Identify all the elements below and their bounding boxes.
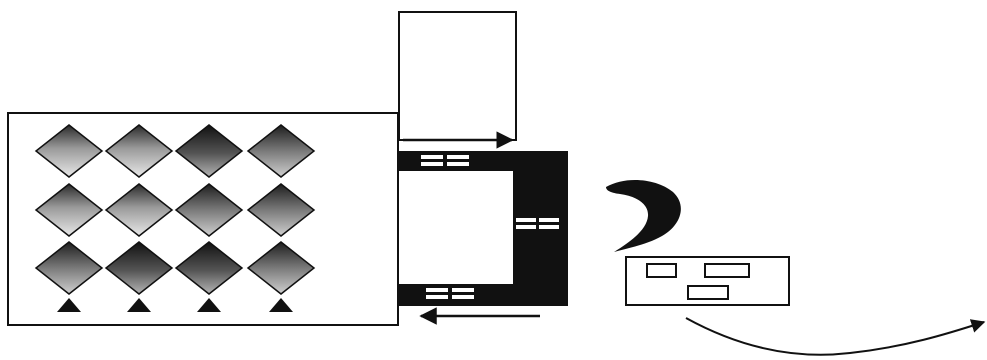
- bracket: [398, 151, 568, 306]
- comma-shape: [606, 180, 681, 252]
- bracket-bottom-bar: [398, 284, 568, 306]
- module-box-2: [705, 264, 749, 277]
- module-box-3: [688, 286, 728, 299]
- module-box-1: [647, 264, 676, 277]
- top-box: [399, 12, 516, 140]
- curved-arrow: [686, 318, 984, 355]
